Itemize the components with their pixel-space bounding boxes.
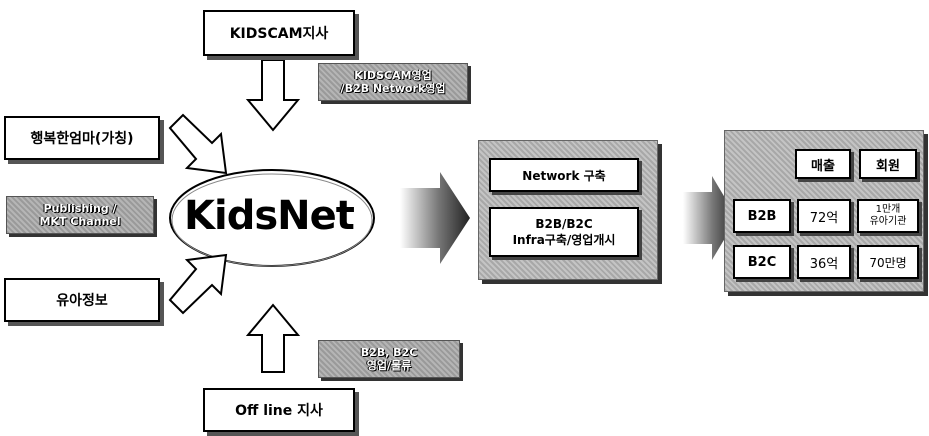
header-members-label: 회원 — [876, 158, 900, 174]
row-b2b-sales-text: 72억 — [809, 210, 839, 226]
kidsnet-logo-text: KidsNet — [184, 193, 355, 239]
middle-panel: Network 구축 B2B/B2C Infra구축/영업개시 — [478, 140, 658, 280]
source-happy-mom: 행복한엄마(가칭) — [4, 116, 160, 160]
note-publishing-line2: MKT Channel — [39, 215, 121, 228]
arrow-to-network — [400, 172, 470, 264]
header-members: 회원 — [859, 149, 917, 179]
row-b2b-sales: 72억 — [797, 199, 851, 233]
note-offline-sales: B2B, B2C 영업/물류 — [318, 340, 460, 378]
infra-build-box: B2B/B2C Infra구축/영업개시 — [489, 207, 639, 257]
infra-build-line2: Infra구축/영업개시 — [512, 233, 616, 247]
note-kidscam-line1: KIDSCAM영업 — [354, 69, 432, 82]
network-build-label: Network 구축 — [522, 168, 606, 183]
row-b2c-sales-text: 36억 — [809, 256, 839, 272]
arrow-to-results — [683, 176, 737, 260]
arrow-diag-upper — [168, 113, 228, 175]
results-panel: 매출 회원 B2B 72억 1만개 유아기관 B2C 36억 70만명 — [724, 130, 924, 292]
arrow-up-bottom — [245, 303, 301, 373]
source-infant-info: 유아정보 — [4, 278, 160, 322]
row-b2c-label: B2C — [733, 245, 791, 279]
note-publishing: Publishing / MKT Channel — [6, 196, 154, 234]
row-b2c-members: 70만명 — [857, 245, 919, 279]
row-b2c-label-text: B2C — [747, 254, 777, 270]
infra-build-line1: B2B/B2C — [535, 217, 593, 231]
source-kidscam-branch-label: KIDSCAM지사 — [229, 26, 329, 42]
header-sales-label: 매출 — [811, 158, 835, 174]
arrow-down-top — [245, 59, 301, 132]
row-b2b-label: B2B — [733, 199, 791, 233]
header-sales: 매출 — [795, 149, 851, 179]
note-kidscam-line2: /B2B Network영업 — [340, 82, 446, 95]
note-offline-line2: 영업/물류 — [366, 359, 412, 372]
note-kidscam-sales: KIDSCAM영업 /B2B Network영업 — [318, 63, 468, 101]
note-publishing-line1: Publishing / — [43, 202, 117, 215]
source-kidscam-branch: KIDSCAM지사 — [203, 10, 355, 56]
row-b2b-members-line2: 유아기관 — [869, 216, 907, 227]
source-happy-mom-label: 행복한엄마(가칭) — [30, 131, 134, 147]
row-b2c-sales: 36억 — [797, 245, 851, 279]
row-b2b-label-text: B2B — [747, 208, 777, 224]
network-build-box: Network 구축 — [489, 158, 639, 192]
row-b2b-members-line1: 1만개 — [875, 204, 901, 215]
source-offline-branch-label: Off line 지사 — [235, 403, 323, 419]
arrow-diag-lower — [168, 253, 228, 315]
note-offline-line1: B2B, B2C — [360, 346, 418, 359]
row-b2b-members: 1만개 유아기관 — [857, 199, 919, 233]
source-infant-info-label: 유아정보 — [56, 293, 108, 309]
row-b2c-members-text: 70만명 — [869, 255, 907, 270]
source-offline-branch: Off line 지사 — [203, 388, 355, 432]
